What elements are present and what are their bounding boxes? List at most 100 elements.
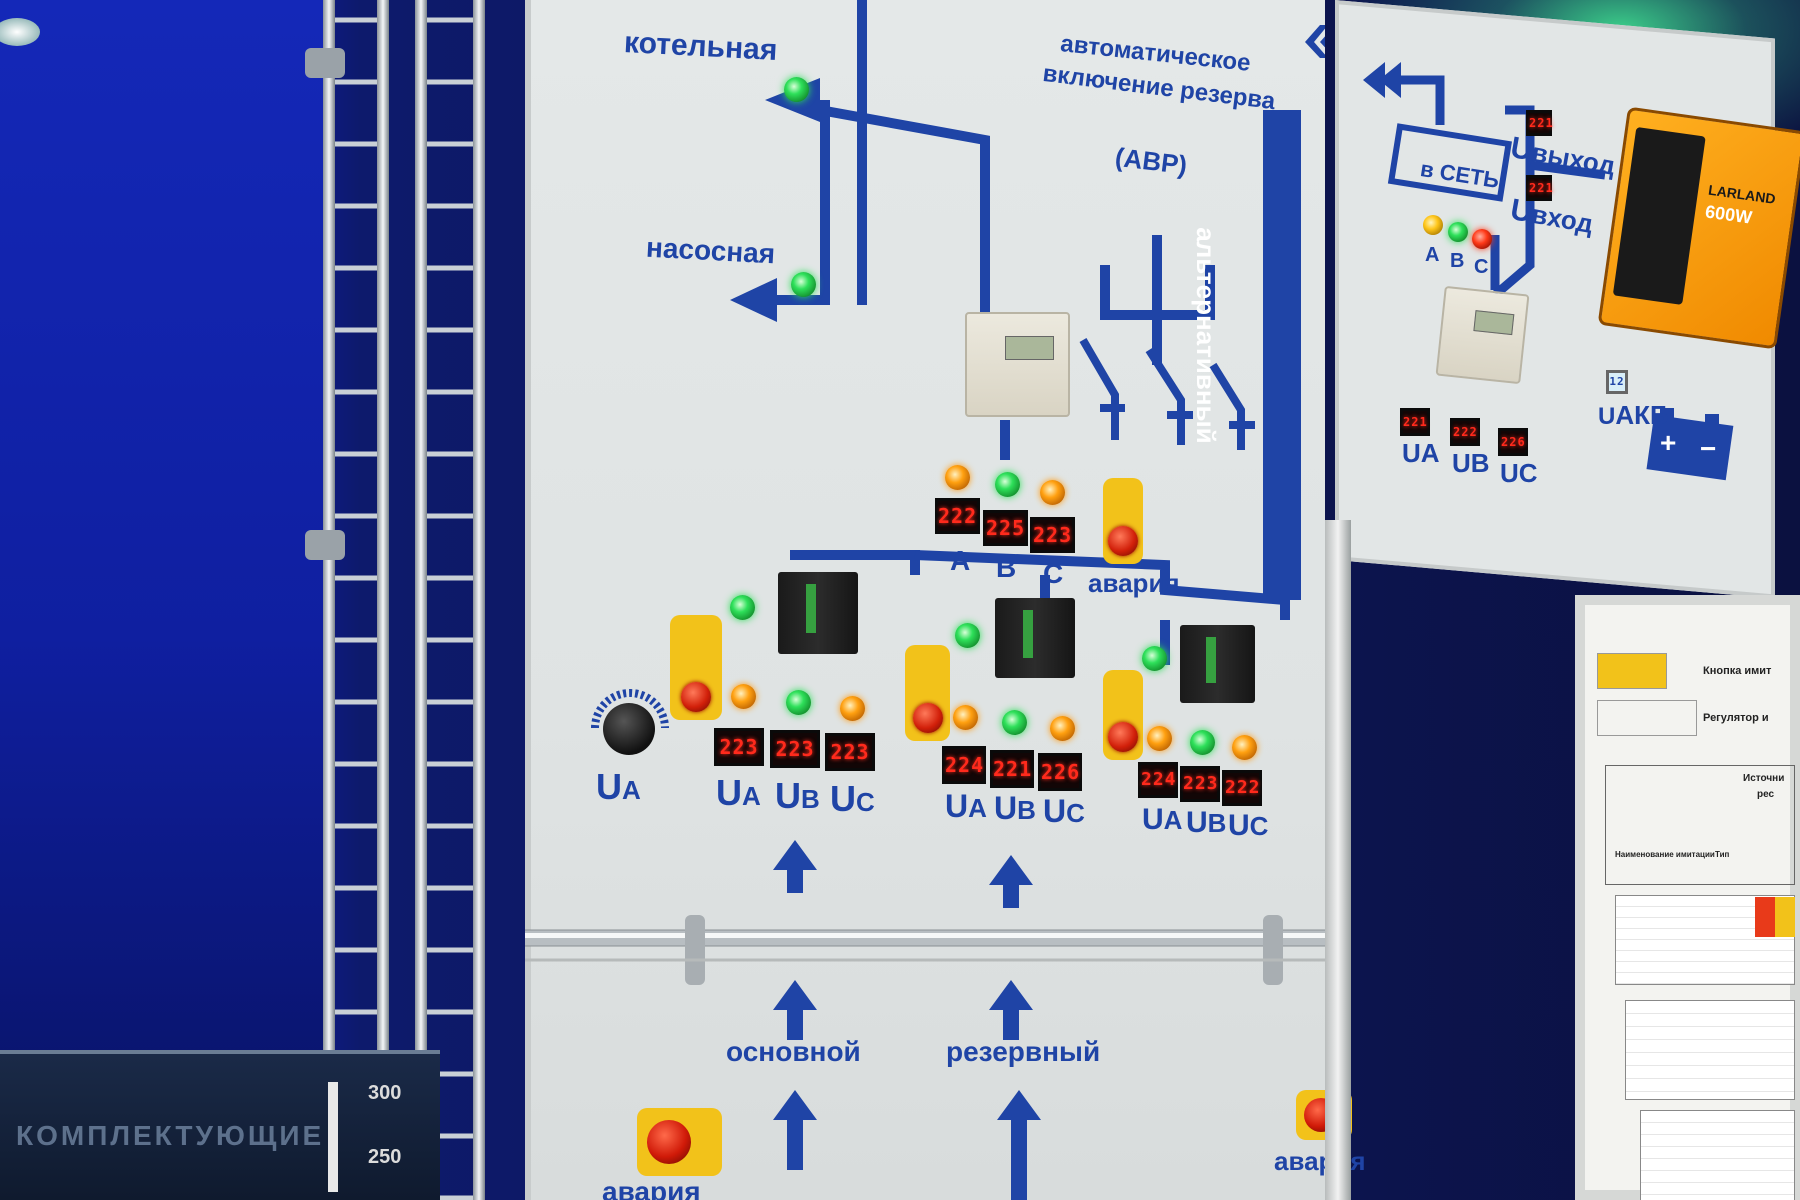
left-emergency-label: авария [602, 1176, 701, 1200]
bus1-display-a: 223 [714, 728, 764, 766]
sub-c: C [1066, 798, 1085, 828]
top-emergency-knob[interactable] [1108, 526, 1138, 556]
sign-name-header: Наименование имитации [1615, 850, 1715, 859]
alternative-label: альтернативный [1190, 227, 1221, 444]
ceiling-light-icon [0, 18, 40, 46]
boiler-indicator [784, 77, 809, 102]
ups-in-display: 221 [1526, 175, 1553, 201]
top-phase-c-label: C [1043, 558, 1064, 589]
sub-b: B [1207, 808, 1227, 838]
bus3-emergency-button[interactable] [1103, 670, 1143, 760]
bus1-display-b: 223 [770, 730, 820, 768]
sub-c: C [856, 787, 875, 817]
sign-table [1605, 765, 1795, 885]
sub-a: A [742, 781, 761, 811]
tank-text: КОМПЛЕКТУЮЩИЕ [16, 1120, 325, 1151]
bus3-emergency-knob[interactable] [1108, 722, 1138, 752]
ups-out-display: 221 [1526, 110, 1553, 136]
left-emergency-button[interactable] [637, 1108, 722, 1176]
bus1-display-c: 223 [825, 733, 875, 771]
sub-a: A [622, 775, 641, 805]
regulator-scale-icon [591, 689, 669, 729]
bus3-uc-label: UC [1228, 809, 1268, 843]
right-emergency-label: авария [1274, 1146, 1366, 1176]
top-display-b: 225 [983, 510, 1028, 546]
ups-display-c: 226 [1498, 428, 1528, 456]
ups-phase-c-label: C [1474, 256, 1489, 278]
u-symbol: U [775, 775, 801, 816]
bus3-phase-c-indicator [1232, 735, 1257, 760]
main-input-label: основной [726, 1036, 861, 1067]
bus2-emergency-knob[interactable] [912, 703, 943, 733]
sub-b: B [801, 784, 820, 814]
ups-phase-a-label: A [1425, 244, 1440, 266]
bus2-phase-a-indicator [953, 705, 978, 730]
bus1-phase-b-indicator [786, 690, 811, 715]
top-emergency-button[interactable] [1103, 478, 1143, 564]
top-display-c: 223 [1030, 517, 1075, 553]
bus2-status-indicator [955, 623, 980, 648]
ups-uc-label: UC [1500, 458, 1538, 489]
sign-type-header: Тип [1715, 850, 1730, 859]
u-symbol: U [1228, 809, 1250, 842]
sign-regulator-sample [1597, 700, 1697, 736]
bus3-ub-label: UB [1186, 806, 1226, 840]
bus1-uc-label: UC [830, 778, 875, 820]
ups-battery-display: 12 [1606, 370, 1628, 394]
u-symbol: U [1186, 806, 1208, 839]
reserve-input-label: резервный [946, 1036, 1101, 1067]
u-symbol: U [716, 772, 742, 813]
sub-b: B [1470, 448, 1490, 478]
bus2-phase-c-indicator [1050, 716, 1075, 741]
bus2-ub-label: UB [994, 790, 1036, 827]
bus2-display-a: 224 [942, 746, 986, 784]
top-phase-b-label: B [996, 552, 1017, 583]
contactor-3 [1180, 625, 1255, 703]
sign-color-key [1755, 897, 1795, 937]
blue-wall [0, 0, 330, 1060]
bus3-phase-b-indicator [1190, 730, 1215, 755]
top-display-a: 222 [935, 498, 980, 534]
bus1-phase-a-indicator [731, 684, 756, 709]
ups-phase-b-indicator [1448, 222, 1468, 242]
left-emergency-knob[interactable] [647, 1120, 691, 1164]
sub-c: C [1518, 458, 1538, 488]
meter-lcd [1005, 336, 1054, 361]
u-symbol: U [1043, 793, 1067, 829]
level-scale [328, 1082, 338, 1192]
ups-display-a: 221 [1400, 408, 1430, 436]
top-phase-a-label: A [950, 545, 971, 576]
sub-a: A [968, 793, 987, 823]
ups-phase-a-indicator [1423, 215, 1443, 235]
sign-list-2 [1625, 1000, 1795, 1100]
sign-list-3 [1640, 1110, 1795, 1200]
ups-ua-label: UA [1402, 438, 1440, 469]
bus1-emergency-button[interactable] [670, 615, 722, 720]
contactor-1 [778, 572, 858, 654]
bus3-display-a: 224 [1138, 762, 1178, 798]
sub-batt: АКБ [1615, 400, 1669, 430]
bus1-ua-label: UA [716, 772, 761, 814]
sign-col-header-2: рес [1757, 789, 1775, 800]
scale-300: 300 [368, 1082, 402, 1104]
u-symbol: U [1402, 438, 1421, 468]
top-phase-b-indicator [995, 472, 1020, 497]
single-line-diagram [525, 0, 1325, 1200]
ups-phase-b-label: B [1450, 250, 1465, 272]
bus1-phase-c-indicator [840, 696, 865, 721]
svg-text:+: + [1660, 427, 1676, 458]
inverter: LARLAND 600W [1597, 106, 1800, 350]
regulator-ua-label: UA [596, 766, 641, 808]
bus1-emergency-knob[interactable] [681, 682, 711, 712]
bus2-phase-b-indicator [1002, 710, 1027, 735]
sign-row-1: Кнопка имит [1703, 665, 1772, 677]
bus2-ua-label: UA [945, 788, 987, 825]
contactor-2 [995, 598, 1075, 678]
voltage-regulator-knob[interactable] [603, 703, 655, 755]
bus2-emergency-button[interactable] [905, 645, 950, 741]
ups-battery-label: UАКБ [1598, 400, 1669, 431]
sign-button-sample [1597, 653, 1667, 689]
bus2-display-b: 221 [990, 750, 1034, 788]
tank [0, 1050, 440, 1200]
pump-indicator [791, 272, 816, 297]
